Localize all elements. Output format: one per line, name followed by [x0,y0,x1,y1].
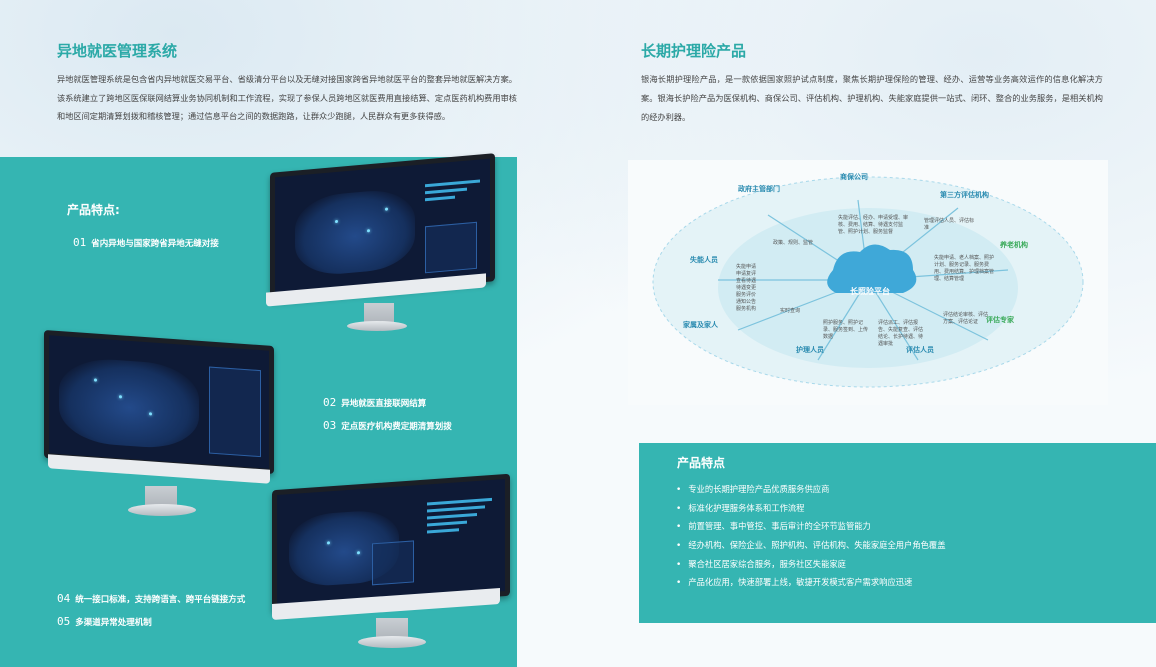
feature-number: 01 [73,236,87,249]
map-dot [94,378,97,382]
duty-item: 失能申请 [736,264,757,270]
product-feature-item: 前置管理、事中管控、事后审计的全环节监管能力 [676,517,946,536]
feature-number: 03 [323,419,337,432]
center-platform-label: 长照险平台 [850,287,890,296]
diagram-lines [652,176,1084,388]
monitor-1 [262,153,497,343]
node-disabled: 失能人员 [690,256,718,264]
duty-item: 服务评价 [736,292,757,298]
feature-number: 04 [57,592,71,605]
node-third-party: 第三方评估机构 [940,191,989,199]
monitor-2 [40,329,280,523]
note-third-party: 管理评估人员、评估标准 [924,218,975,231]
map-shape [59,356,199,451]
bar [427,497,492,506]
note-government: 政策、规则、监管 [773,240,814,246]
node-assessor: 评估人员 [906,346,934,354]
product-feature-item: 标准化护理服务体系和工作流程 [676,499,946,518]
feature-item: 03 定点医疗机构费定期清算划拨 [323,419,452,432]
legend-box [425,221,477,274]
node-elderly-care: 养老机构 [1000,241,1028,249]
feature-number: 05 [57,615,71,628]
note-elderly-care: 失能申请、老人档案、照护计划、服务记录、服务费用、费用结算、护理档案管理、结算管… [934,255,995,282]
duty-item: 服务机构 [736,306,757,312]
product-feature-list: 专业的长期护理险产品优质服务供应商 标准化护理服务体系和工作流程 前置管理、事中… [676,480,946,592]
monitor-3 [266,473,511,660]
feature-text: 多渠道异常处理机制 [75,618,152,628]
note-family: 实时查询 [780,308,801,314]
monitor-screen [44,329,274,475]
duty-item: 申请复评 [736,271,757,277]
map-dot [119,395,122,399]
feature-text: 省内异地与国家跨省异地无缝对接 [91,239,219,249]
node-nurse: 护理人员 [796,346,824,354]
map-dot [149,412,152,416]
bar [425,179,480,188]
feature-text: 异地就医直接联网结算 [341,399,427,409]
feature-item: 02 异地就医直接联网结算 [323,396,426,409]
product-feature-item: 专业的长期护理险产品优质服务供应商 [676,480,946,499]
node-family: 家属及家人 [683,321,718,329]
feature-number: 02 [323,396,337,409]
feature-item: 05 多渠道异常处理机制 [57,615,152,628]
disabled-duty-list: 失能申请 申请复评 查看待遇 待遇变更 服务评价 通知公告 服务机构 [736,264,756,313]
left-section-title: 异地就医管理系统 [57,42,178,60]
monitor-base [128,504,196,516]
bar [427,520,467,527]
feature-text: 定点医疗机构费定期清算划拨 [341,422,452,432]
legend-box [209,366,261,458]
right-section-title: 长期护理险产品 [641,42,747,60]
note-expert: 评估结论审核、评估方案、评估论证 [943,312,989,325]
feature-item: 01 省内异地与国家跨省异地无缝对接 [73,236,219,249]
right-section-description: 银海长期护理险产品，是一款依据国家照护试点制度，聚焦长期护理保险的管理、经办、运… [641,74,1103,122]
ecosystem-diagram: 长照险平台 政府主管部门 商保公司 第三方评估机构 养老机构 评估专家 评估人员… [628,160,1108,405]
map-shape [295,187,415,278]
node-insurer: 商保公司 [840,173,868,181]
duty-item: 查看待遇 [736,278,757,284]
duty-item: 通知公告 [736,299,757,305]
duty-item: 待遇变更 [736,285,757,291]
node-expert: 评估专家 [986,316,1014,324]
bar [427,512,477,520]
note-assessor: 评估派工、评估报告、失能复查、评估结论、长护待遇、待遇审批 [878,320,924,347]
bar [427,528,459,534]
monitor-neck [376,618,408,640]
product-feature-item: 经办机构、保险企业、照护机构、评估机构、失能家庭全用户角色覆盖 [676,536,945,555]
feature-item: 04 统一接口标准，支持跨语言、跨平台链接方式 [57,592,245,605]
bar [425,195,455,202]
monitor-neck [364,303,394,325]
product-feature-item: 聚合社区居家综合服务，服务社区失能家庭 [676,555,946,574]
monitor-neck [145,486,177,508]
monitor-base [347,321,407,331]
node-government: 政府主管部门 [738,185,780,193]
features-title: 产品特点: [67,203,120,217]
product-features-title: 产品特点 [677,456,726,470]
bar [427,505,485,513]
product-feature-item: 产品化应用，快速部署上线，敏捷开发模式客户需求响应迅速 [676,573,946,592]
bar [425,187,467,195]
legend-box [372,540,414,586]
left-section-description: 异地就医管理系统是包含省内异地就医交易平台、省级清分平台以及无缝对接国家跨省异地… [57,74,517,121]
note-insurer: 失能评估、经办、申请受理、审核、费用、结算、待遇支付监管、照护计划、服务监督 [838,215,909,235]
note-nurse: 照护服务、照护记录、服务签到、上传数据 [823,320,869,340]
feature-text: 统一接口标准，支持跨语言、跨平台链接方式 [75,595,246,605]
monitor-base [358,636,426,648]
